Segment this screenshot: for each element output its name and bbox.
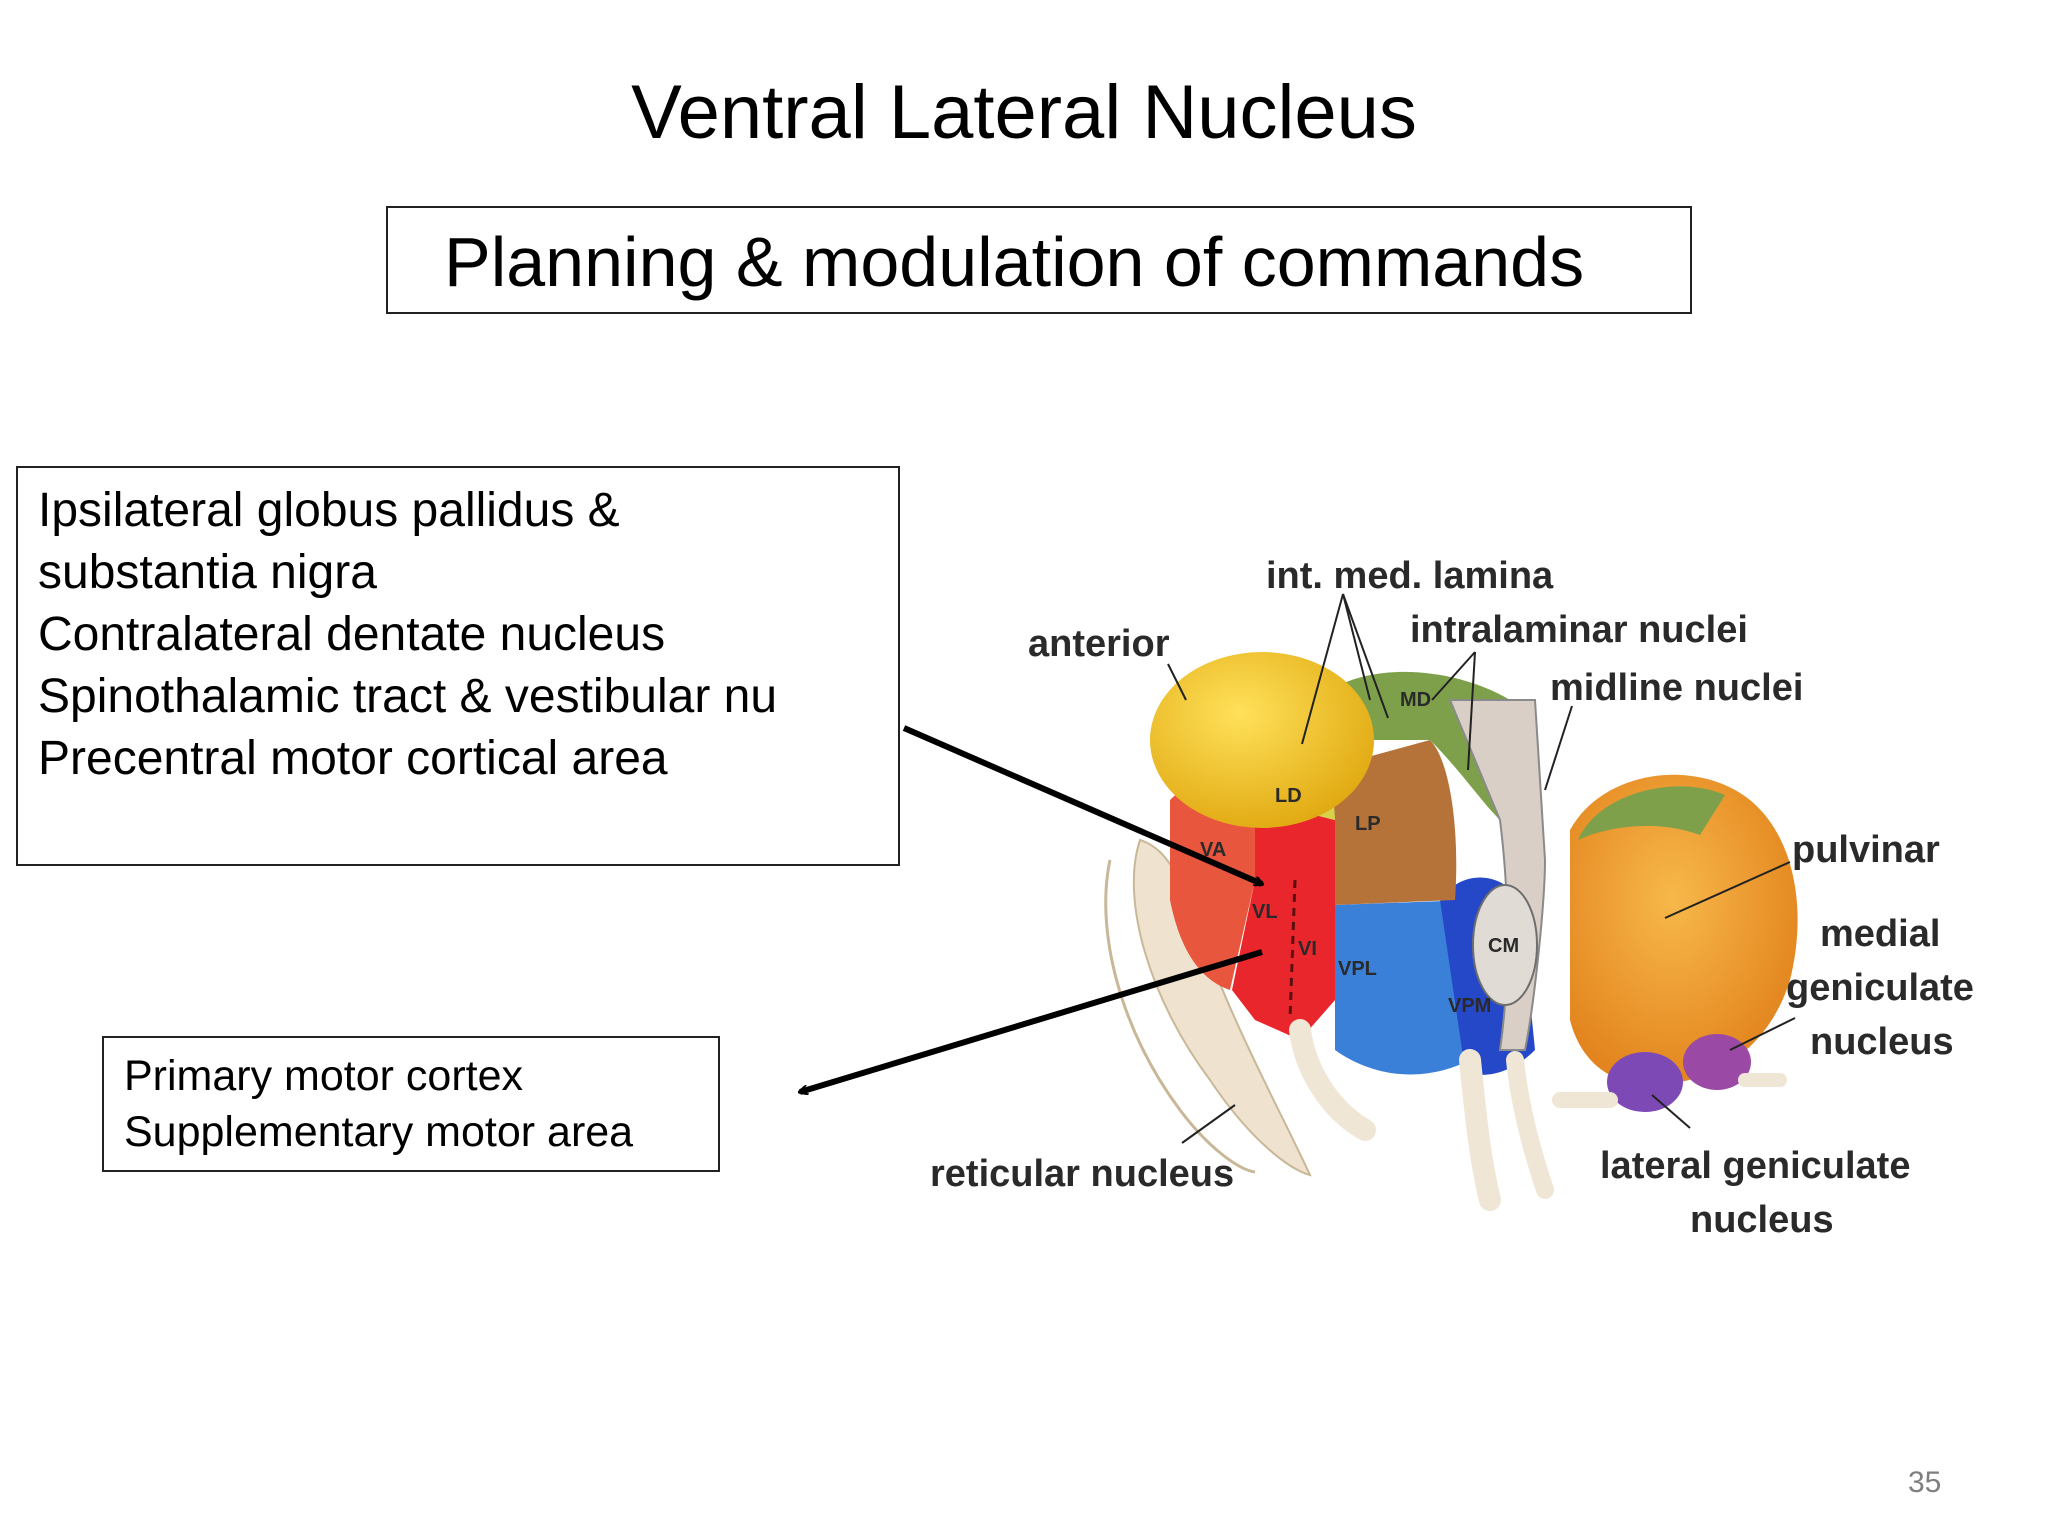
pulvinar-top [1578,786,1725,840]
slide-title: Ventral Lateral Nucleus [631,70,1417,155]
midline-nuclei-label: midline nuclei [1550,667,1803,709]
function-box: Planning & modulation of commands [386,206,1692,314]
fiber-bundle [1289,1019,1376,1141]
fiber-bundle [1506,1051,1554,1199]
medial-geniculate-label-1: medial [1820,913,1940,955]
input-item: Ipsilateral globus pallidus & [38,484,620,537]
output-arrow [800,949,1263,1092]
output-item: Supplementary motor area [124,1108,634,1156]
anterior-nucleus [1150,652,1374,828]
output-item: Primary motor cortex [124,1052,524,1100]
medial-geniculate-label-2: geniculate [1786,967,1974,1009]
pulvinar-region [1570,774,1798,1086]
intralaminar-nuclei-label: intralaminar nuclei [1410,609,1748,651]
vl-vi-boundary [1288,879,1297,1021]
cm-label: CM [1488,935,1519,957]
vpm-label: VPM [1448,995,1491,1017]
reticular-nucleus-label: reticular nucleus [930,1153,1234,1195]
md-label: MD [1400,689,1431,711]
input-item: Precentral motor cortical area [38,732,668,785]
fiber-bundle [1459,1049,1501,1211]
input-arrow [902,725,1262,887]
lateral-geniculate-label-2: nucleus [1690,1199,1834,1241]
lateral-geniculate-label-1: lateral geniculate [1600,1145,1910,1187]
inputs-box: Ipsilateral globus pallidus & substantia… [16,466,900,866]
va-region [1170,776,1260,990]
lp-label: LP [1355,813,1381,835]
vpl-region [1335,900,1470,1075]
va-label: VA [1200,839,1226,861]
vi-label: VI [1298,938,1317,960]
vpl-label: VPL [1338,958,1377,980]
function-text: Planning & modulation of commands [444,223,1585,301]
input-item: Spinothalamic tract & vestibular nu [38,670,778,723]
leader-lines [1167,593,1796,1144]
cm-region [1472,884,1538,1006]
outputs-box: Primary motor cortex Supplementary motor… [102,1036,720,1172]
int-med-lamina-label: int. med. lamina [1266,555,1554,597]
vl-region [1232,800,1335,1040]
medial-geniculate-label-3: nucleus [1810,1021,1954,1063]
ld-label: LD [1275,785,1302,807]
input-item: Contralateral dentate nucleus [38,608,666,661]
anterior-label: anterior [1028,623,1170,665]
pulvinar-label: pulvinar [1792,829,1940,871]
vl-label: VL [1252,901,1278,923]
page-number: 35 [1908,1466,1942,1499]
input-item: substantia nigra [38,546,377,599]
lateral-geniculate-shape [1607,1052,1683,1112]
reticular-nucleus-outer [1104,859,1256,1174]
